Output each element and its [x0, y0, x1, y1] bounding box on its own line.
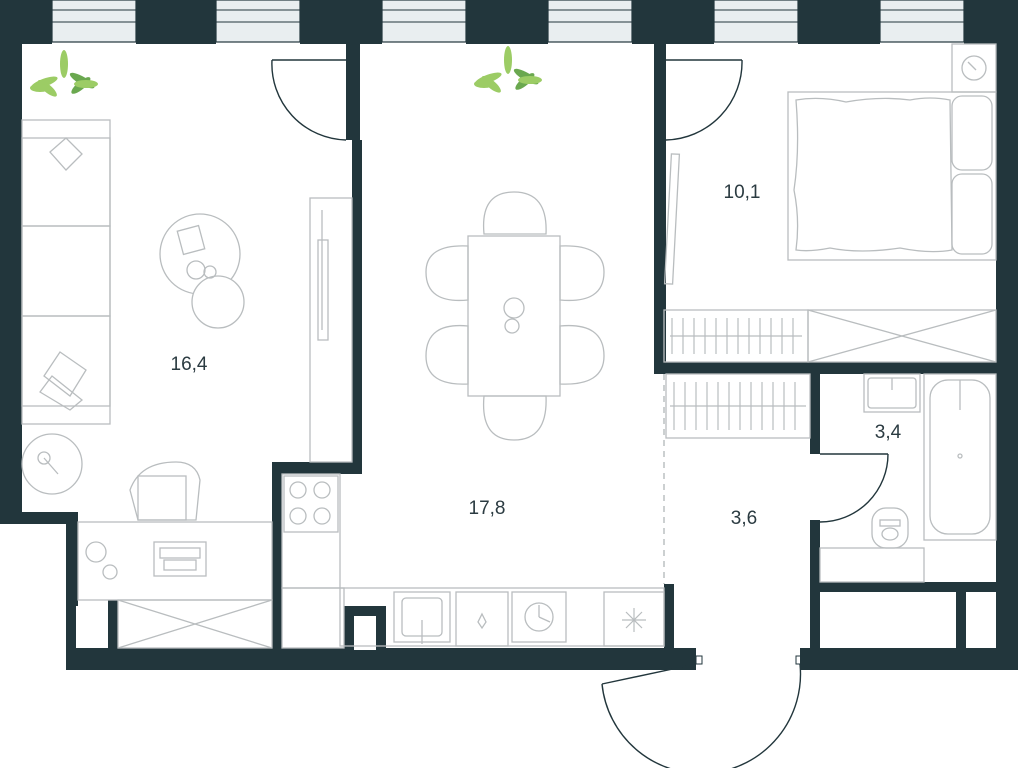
window-icon	[547, 0, 633, 43]
doors	[271, 59, 889, 768]
chair-icon	[425, 191, 605, 441]
nightstand-icon	[951, 43, 997, 93]
room-area-kitchen: 17,8	[469, 498, 506, 519]
sink-icon	[393, 591, 451, 644]
plant-icon	[30, 50, 98, 97]
window-icon	[381, 0, 467, 43]
door-swing-icon	[665, 59, 743, 141]
stove-icon	[283, 475, 339, 533]
room-area-living: 16,4	[171, 354, 208, 375]
toilet-icon	[871, 507, 909, 549]
window-icon	[879, 0, 965, 43]
fridge-icon	[603, 591, 665, 647]
bathroom-sink-icon	[863, 373, 921, 413]
door-swing-icon	[601, 655, 803, 768]
plant-icon	[474, 46, 542, 93]
floor-lamp-icon	[21, 433, 83, 495]
bed-icon	[787, 91, 997, 261]
room-area-bathroom: 3,4	[875, 422, 902, 443]
washing-machine-icon	[819, 547, 925, 583]
tv-stand-icon	[309, 197, 353, 463]
storage-icon	[117, 599, 273, 649]
desk-icon	[77, 521, 273, 601]
walls	[0, 0, 1018, 670]
window-icon	[215, 0, 301, 43]
room-area-bedroom: 10,1	[724, 182, 761, 203]
door-swing-icon	[819, 453, 889, 523]
door-swing-icon	[271, 59, 347, 141]
chair-icon	[129, 461, 201, 521]
window-icon	[713, 0, 799, 43]
sofa-icon	[21, 119, 111, 425]
room-area-hallway: 3,6	[731, 508, 757, 529]
tv-icon	[663, 153, 681, 285]
wardrobe-icon	[665, 373, 811, 439]
bathtub-icon	[923, 373, 997, 541]
wardrobe-icon	[663, 309, 997, 363]
coffee-table-icon	[159, 213, 245, 329]
table-icon	[467, 235, 561, 397]
window-icon	[51, 0, 137, 43]
oven-icon	[511, 591, 567, 643]
dishwasher-icon	[455, 591, 509, 647]
